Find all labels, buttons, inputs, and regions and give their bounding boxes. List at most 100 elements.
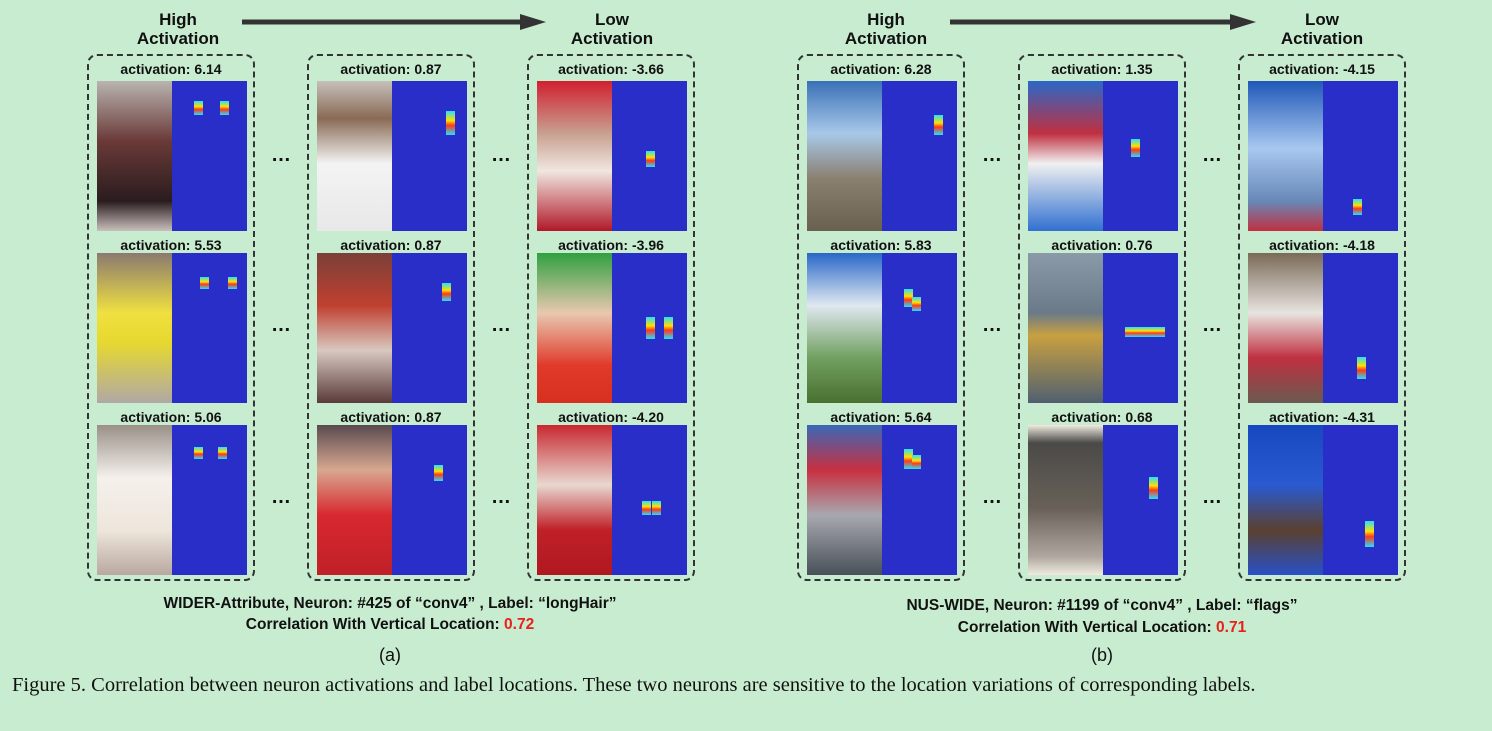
- image-heatmap-pair: [537, 425, 687, 575]
- activation-label: activation: 0.87: [340, 61, 442, 77]
- activation-label: activation: 0.87: [340, 237, 442, 253]
- image-heatmap-pair: [1028, 81, 1178, 231]
- image-heatmap-pair: [537, 253, 687, 403]
- photo-thumbnail: [1028, 81, 1103, 231]
- ellipsis: …: [982, 314, 1003, 336]
- ellipsis: …: [491, 314, 512, 336]
- photo-thumbnail: [317, 253, 392, 403]
- activation-label: activation: -4.20: [558, 409, 664, 425]
- image-heatmap-pair: [1248, 425, 1398, 575]
- photo-thumbnail: [97, 81, 172, 231]
- activation-heatmap: [392, 425, 467, 575]
- activation-label: activation: -4.31: [1269, 409, 1375, 425]
- image-heatmap-pair: [807, 253, 957, 403]
- image-heatmap-pair: [97, 81, 247, 231]
- activation-label: activation: 5.53: [120, 237, 222, 253]
- image-heatmap-pair: [317, 81, 467, 231]
- image-heatmap-pair: [1248, 81, 1398, 231]
- activation-heatmap: [612, 253, 687, 403]
- ellipsis: …: [1202, 486, 1223, 508]
- ellipsis: …: [1202, 314, 1223, 336]
- photo-thumbnail: [97, 425, 172, 575]
- activation-heatmap: [172, 253, 247, 403]
- activation-label: activation: 0.68: [1051, 409, 1153, 425]
- high-activation-header: High Activation: [136, 10, 220, 48]
- ellipsis: …: [1202, 144, 1223, 166]
- photo-thumbnail: [1248, 81, 1323, 231]
- activation-heatmap: [1103, 425, 1178, 575]
- image-heatmap-pair: [97, 253, 247, 403]
- image-heatmap-pair: [97, 425, 247, 575]
- activation-heatmap: [882, 425, 957, 575]
- high-activation-column: [87, 54, 255, 581]
- activation-heatmap: [392, 253, 467, 403]
- ellipsis: …: [271, 486, 292, 508]
- ellipsis: …: [982, 144, 1003, 166]
- ellipsis: …: [491, 144, 512, 166]
- activation-label: activation: -4.15: [1269, 61, 1375, 77]
- low-activation-header: Low Activation: [570, 10, 654, 48]
- activation-heatmap: [1323, 253, 1398, 403]
- arrow-icon: [950, 14, 1256, 30]
- photo-thumbnail: [537, 425, 612, 575]
- correlation-value: 0.72: [504, 616, 535, 633]
- photo-thumbnail: [807, 81, 882, 231]
- low-activation-column: [1238, 54, 1406, 581]
- panel-caption: WIDER-Attribute, Neuron: #425 of “conv4”…: [163, 595, 617, 612]
- low-activation-header: Low Activation: [1280, 10, 1364, 48]
- image-heatmap-pair: [537, 81, 687, 231]
- activation-heatmap: [882, 253, 957, 403]
- activation-label: activation: -4.18: [1269, 237, 1375, 253]
- activation-heatmap: [172, 425, 247, 575]
- activation-heatmap: [612, 81, 687, 231]
- panel-sublabel: (a): [379, 645, 401, 665]
- activation-label: activation: 0.76: [1051, 237, 1153, 253]
- image-heatmap-pair: [1248, 253, 1398, 403]
- ellipsis: …: [491, 486, 512, 508]
- activation-heatmap: [1323, 425, 1398, 575]
- mid-activation-column: [307, 54, 475, 581]
- figure-caption: Figure 5. Correlation between neuron act…: [12, 674, 1256, 696]
- activation-heatmap: [1103, 253, 1178, 403]
- image-heatmap-pair: [317, 253, 467, 403]
- activation-heatmap: [612, 425, 687, 575]
- activation-label: activation: 6.28: [830, 61, 932, 77]
- photo-thumbnail: [317, 81, 392, 231]
- high-activation-column: [797, 54, 965, 581]
- activation-label: activation: 0.87: [340, 409, 442, 425]
- correlation-line: Correlation With Vertical Location: 0.72: [245, 616, 535, 633]
- activation-label: activation: 5.83: [830, 237, 932, 253]
- activation-heatmap: [1323, 81, 1398, 231]
- activation-heatmap: [172, 81, 247, 231]
- photo-thumbnail: [1248, 253, 1323, 403]
- low-activation-column: [527, 54, 695, 581]
- activation-label: activation: 5.06: [120, 409, 222, 425]
- photo-thumbnail: [807, 425, 882, 575]
- activation-heatmap: [882, 81, 957, 231]
- photo-thumbnail: [1248, 425, 1323, 575]
- activation-label: activation: -3.66: [558, 61, 664, 77]
- image-heatmap-pair: [807, 425, 957, 575]
- photo-thumbnail: [317, 425, 392, 575]
- photo-thumbnail: [807, 253, 882, 403]
- high-activation-header: High Activation: [844, 10, 928, 48]
- image-heatmap-pair: [1028, 253, 1178, 403]
- photo-thumbnail: [1028, 253, 1103, 403]
- activation-label: activation: -3.96: [558, 237, 664, 253]
- activation-label: activation: 5.64: [830, 409, 932, 425]
- photo-thumbnail: [97, 253, 172, 403]
- mid-activation-column: [1018, 54, 1186, 581]
- panel-caption: NUS-WIDE, Neuron: #1199 of “conv4” , Lab…: [906, 597, 1298, 614]
- image-heatmap-pair: [317, 425, 467, 575]
- photo-thumbnail: [1028, 425, 1103, 575]
- correlation-value: 0.71: [1216, 619, 1247, 636]
- image-heatmap-pair: [807, 81, 957, 231]
- activation-label: activation: 6.14: [120, 61, 222, 77]
- photo-thumbnail: [537, 81, 612, 231]
- activation-heatmap: [392, 81, 467, 231]
- ellipsis: …: [271, 144, 292, 166]
- correlation-line: Correlation With Vertical Location: 0.71: [957, 619, 1247, 636]
- photo-thumbnail: [537, 253, 612, 403]
- ellipsis: …: [271, 314, 292, 336]
- ellipsis: …: [982, 486, 1003, 508]
